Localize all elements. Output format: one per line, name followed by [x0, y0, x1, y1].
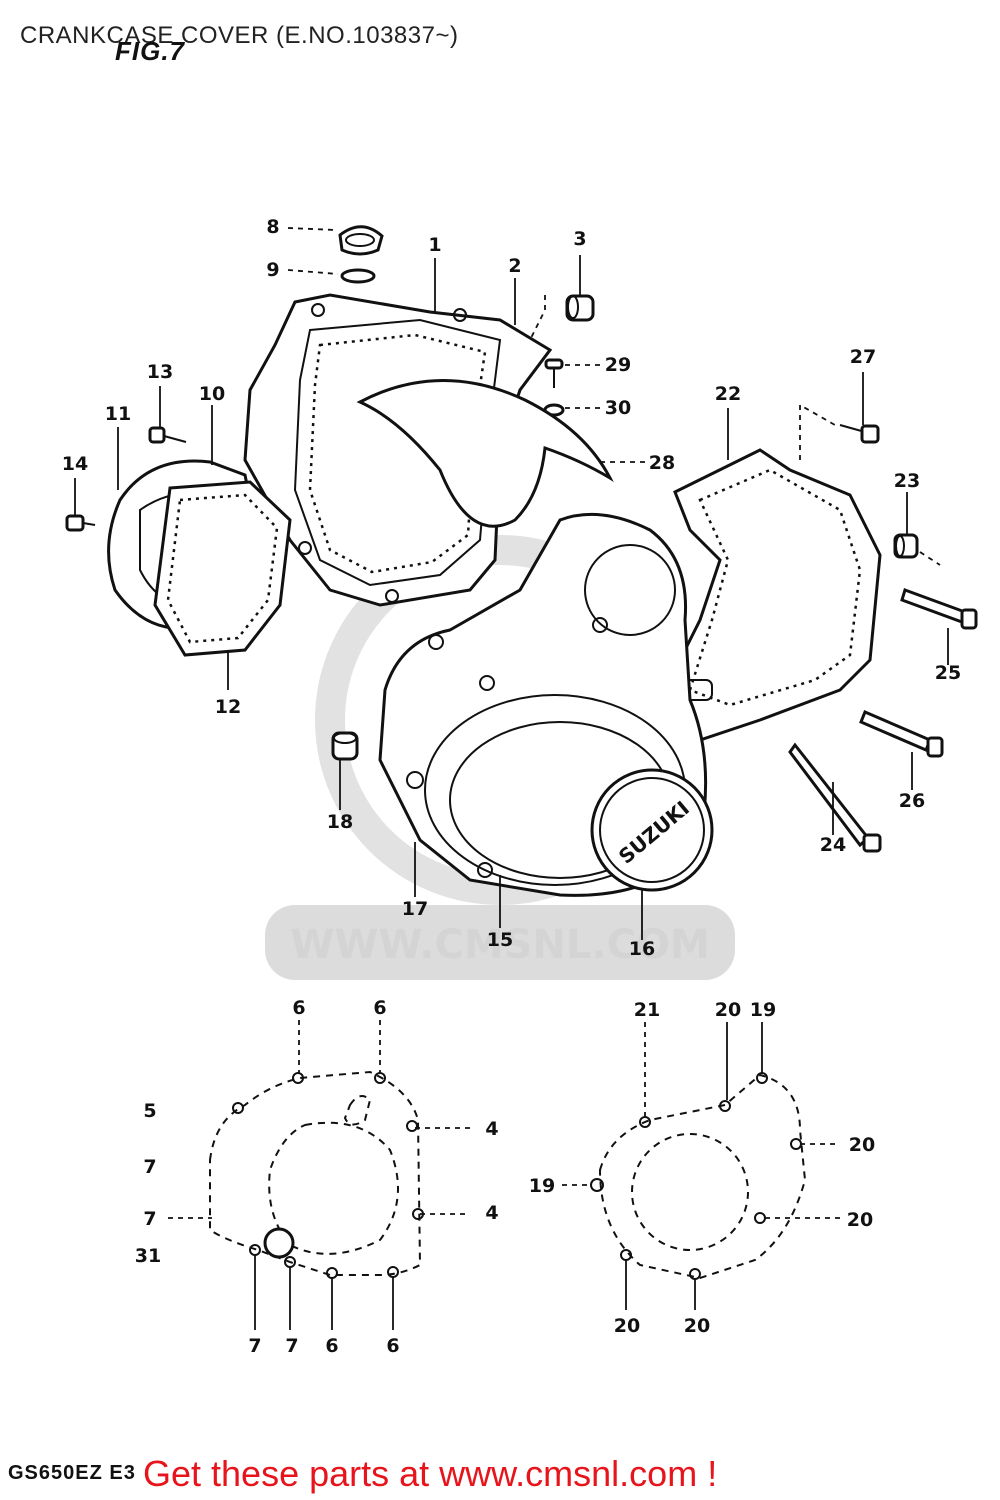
callout-13: 13 — [147, 361, 173, 383]
callout-19: 19 — [750, 999, 776, 1021]
screw — [544, 358, 564, 388]
callout-9: 9 — [266, 259, 279, 281]
callout-2: 2 — [508, 255, 521, 277]
bolt-14 — [65, 514, 96, 532]
emblem-cap: SUZUKI — [590, 768, 714, 892]
figure-label: FIG.7 — [115, 36, 186, 66]
callout-25: 25 — [935, 662, 961, 684]
bolt-13 — [148, 426, 187, 444]
callout-15: 15 — [487, 929, 513, 951]
cover-outline-left — [168, 1020, 470, 1330]
callout-6: 6 — [386, 1335, 399, 1357]
bolt-27 — [839, 424, 880, 444]
bolt-25 — [900, 588, 978, 630]
callout-11: 11 — [105, 403, 131, 425]
callout-20: 20 — [684, 1315, 710, 1337]
callout-12: 12 — [215, 696, 241, 718]
callout-6: 6 — [325, 1335, 338, 1357]
callout-5: 5 — [143, 1100, 156, 1122]
clutch-cover-right — [658, 448, 882, 742]
callout-19: 19 — [529, 1175, 555, 1197]
callout-31: 31 — [135, 1245, 161, 1267]
callout-7: 7 — [143, 1156, 156, 1178]
callout-labels: 1 2 3 8 9 10 11 12 13 14 15 16 17 18 22 … — [62, 216, 961, 1357]
callout-6: 6 — [373, 997, 386, 1019]
cta-link[interactable]: Get these parts at www.cmsnl.com ! — [143, 1453, 718, 1494]
dowel-pin — [565, 294, 595, 322]
leader-lines — [74, 227, 949, 940]
oil-filler-cap — [338, 225, 384, 256]
callout-28: 28 — [649, 452, 675, 474]
page-title: CRANKCASE COVER (E.NO.103837~) — [20, 22, 459, 49]
callout-18: 18 — [327, 811, 353, 833]
curved-plate — [356, 379, 614, 528]
callout-3: 3 — [573, 228, 586, 250]
cover-outline-right — [562, 1022, 840, 1310]
callout-14: 14 — [62, 453, 88, 475]
callout-20: 20 — [847, 1209, 873, 1231]
callout-7: 7 — [285, 1335, 298, 1357]
callout-24: 24 — [820, 834, 846, 856]
callout-4: 4 — [485, 1202, 498, 1224]
callout-30: 30 — [605, 397, 631, 419]
callout-20: 20 — [715, 999, 741, 1021]
callout-22: 22 — [715, 383, 741, 405]
watermark-text: WWW.CMSNL.COM — [290, 922, 710, 968]
callout-10: 10 — [199, 383, 225, 405]
callout-26: 26 — [899, 790, 925, 812]
callout-7: 7 — [143, 1208, 156, 1230]
bolt-26 — [859, 710, 944, 758]
callout-4: 4 — [485, 1118, 498, 1140]
clutch-cover-gasket — [243, 293, 553, 607]
callout-23: 23 — [894, 470, 920, 492]
dowel-23 — [893, 533, 919, 559]
generator-cover-gasket — [153, 480, 292, 657]
callout-17: 17 — [402, 898, 428, 920]
callout-6: 6 — [292, 997, 305, 1019]
callout-20: 20 — [614, 1315, 640, 1337]
callout-27: 27 — [850, 346, 876, 368]
o-ring — [340, 268, 376, 284]
callout-21: 21 — [634, 999, 660, 1021]
callout-7: 7 — [248, 1335, 261, 1357]
bolt-24 — [788, 742, 882, 853]
model-code: GS650EZ E3 — [8, 1462, 136, 1484]
callout-16: 16 — [629, 938, 655, 960]
callout-8: 8 — [266, 216, 279, 238]
callout-1: 1 — [428, 234, 441, 256]
callout-29: 29 — [605, 354, 631, 376]
dowel-18 — [331, 731, 359, 761]
callout-20: 20 — [849, 1134, 875, 1156]
